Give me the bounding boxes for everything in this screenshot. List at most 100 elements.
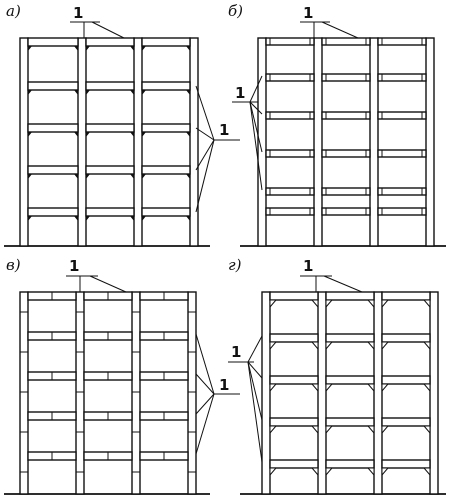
beam-d-0-0	[269, 291, 319, 301]
haunch-a	[86, 174, 134, 179]
leader-line-12	[249, 75, 263, 103]
leader-line-6	[195, 139, 215, 171]
frame-c	[4, 291, 210, 495]
beam-b-3-0	[265, 149, 315, 158]
haunch-a	[142, 46, 190, 51]
leader-line-22	[195, 393, 215, 415]
beam-a-0-1	[85, 37, 135, 47]
callout-a-side: 1	[219, 121, 229, 139]
column-c-2	[131, 291, 141, 495]
beam-b-3-2	[377, 149, 427, 158]
beam-b-1-0	[265, 73, 315, 82]
leader-line-21	[195, 373, 215, 395]
beam-a-2-0	[27, 123, 79, 133]
column-a-3	[189, 37, 199, 247]
beam-d-1-0	[269, 333, 319, 343]
column-head-d	[269, 341, 319, 351]
beam-b-1-1	[321, 73, 371, 82]
beam-a-1-0	[27, 81, 79, 91]
haunch-a	[28, 46, 78, 51]
frame-a	[4, 37, 210, 247]
beam-b-4-0	[265, 187, 315, 196]
callout-b-top: 1	[303, 4, 313, 22]
leader-line-28	[247, 335, 263, 363]
beam-d-1-1	[325, 333, 375, 343]
leader-line-31	[247, 361, 263, 463]
column-b-0	[257, 37, 267, 247]
beam-a-3-2	[141, 165, 191, 175]
beam-b-5-2	[377, 207, 427, 216]
beam-b-2-1	[321, 111, 371, 120]
beam-d-0-2	[381, 291, 431, 301]
beam-d-1-2	[381, 333, 431, 343]
beam-d-4-1	[325, 459, 375, 469]
haunch-a	[28, 174, 78, 179]
column-head-d	[381, 341, 431, 351]
beam-b-0-0	[265, 37, 315, 46]
column-b-2	[369, 37, 379, 247]
column-c-0	[19, 291, 29, 495]
column-head-d	[269, 383, 319, 393]
beam-d-0-1	[325, 291, 375, 301]
beam-b-2-0	[265, 111, 315, 120]
callout-b-side: 1	[235, 84, 245, 102]
leader-line-23	[195, 393, 215, 455]
leader-line-5	[195, 127, 215, 141]
beam-a-3-0	[27, 165, 79, 175]
beam-d-2-1	[325, 375, 375, 385]
leader-line-7	[195, 139, 215, 213]
leader-line-15	[249, 101, 263, 191]
beam-a-4-1	[85, 207, 135, 217]
beam-b-0-1	[321, 37, 371, 46]
beam-b-4-1	[321, 187, 371, 196]
column-a-0	[19, 37, 29, 247]
column-d-2	[373, 291, 383, 495]
column-a-1	[77, 37, 87, 247]
leader-line-14	[249, 101, 263, 153]
haunch-a	[86, 46, 134, 51]
column-c-1	[75, 291, 85, 495]
leader-line-30	[247, 361, 263, 421]
beam-a-0-0	[27, 37, 79, 47]
haunch-a	[86, 216, 134, 221]
column-head-d	[325, 341, 375, 351]
column-head-d	[325, 299, 375, 309]
panel-label-a: а)	[6, 2, 21, 20]
leader-line-20	[195, 333, 215, 395]
callout-c-side: 1	[219, 376, 229, 394]
frame-b	[240, 37, 446, 247]
beam-a-1-1	[85, 81, 135, 91]
beam-a-3-1	[85, 165, 135, 175]
column-head-d	[381, 425, 431, 435]
column-c-3	[187, 291, 197, 495]
beam-a-0-2	[141, 37, 191, 47]
haunch-a	[142, 132, 190, 137]
callout-d-side: 1	[231, 343, 241, 361]
leader-line-26	[323, 275, 363, 293]
leader-line-13	[249, 101, 263, 115]
beam-a-4-0	[27, 207, 79, 217]
column-head-d	[269, 467, 319, 477]
leader-line-2	[91, 21, 125, 39]
beam-d-3-1	[325, 417, 375, 427]
beam-d-4-2	[381, 459, 431, 469]
column-b-1	[313, 37, 323, 247]
haunch-a	[142, 90, 190, 95]
leader-line-4	[195, 85, 215, 141]
panel-label-c: в)	[6, 256, 21, 274]
frame-d	[240, 291, 446, 495]
callout-d-top: 1	[303, 257, 313, 275]
beam-b-1-2	[377, 73, 427, 82]
beam-b-5-0	[265, 207, 315, 216]
beam-b-5-1	[321, 207, 371, 216]
beam-b-4-2	[377, 187, 427, 196]
column-a-2	[133, 37, 143, 247]
column-d-0	[261, 291, 271, 495]
column-head-d	[325, 383, 375, 393]
beam-a-4-2	[141, 207, 191, 217]
column-b-3	[425, 37, 435, 247]
column-head-d	[381, 383, 431, 393]
frames-layer	[4, 37, 446, 495]
callout-a-top: 1	[73, 4, 83, 22]
